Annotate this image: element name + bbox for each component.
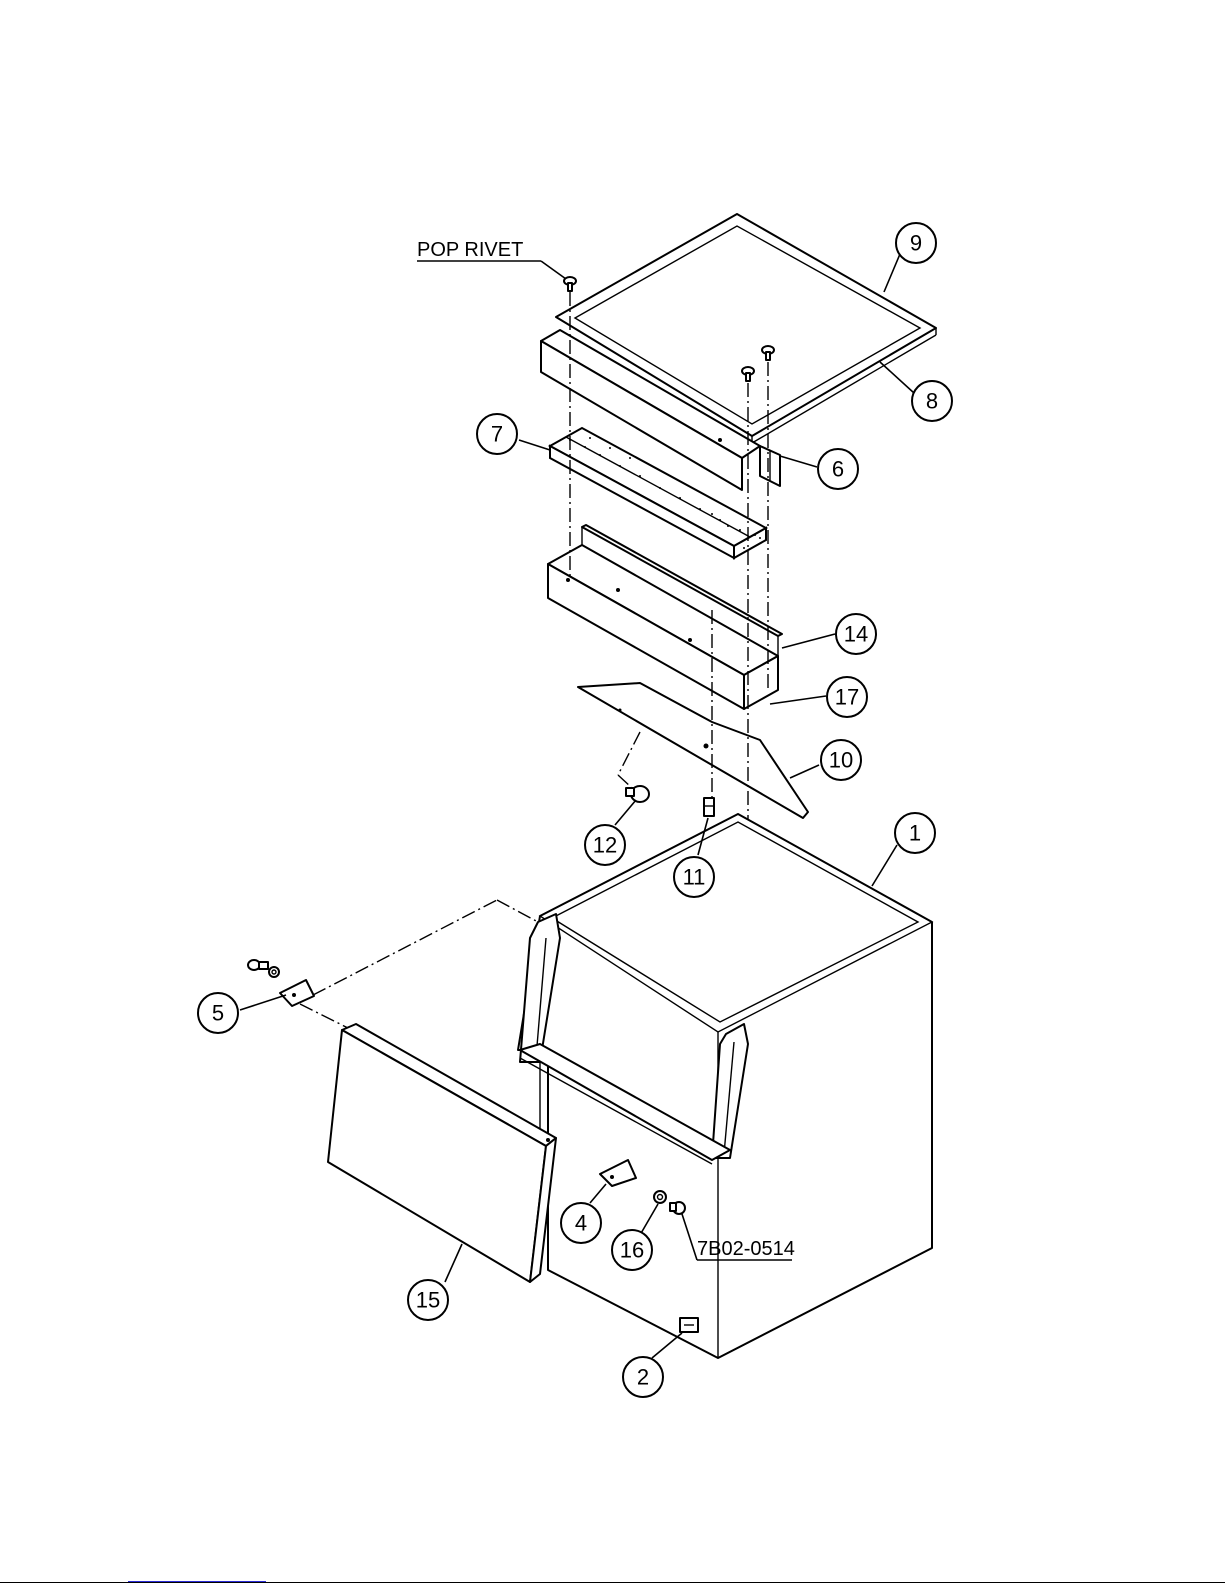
callout-5: 5: [198, 993, 238, 1033]
callout-11: 11: [674, 857, 714, 897]
pop-rivet-label: POP RIVET: [417, 239, 523, 261]
callout-17: 17: [827, 677, 867, 717]
callout-16-text: 16: [620, 1238, 644, 1263]
callout-5-text: 5: [212, 1001, 224, 1026]
callout-7: 7: [477, 414, 517, 454]
part-code-label: 7B02-0514: [697, 1238, 795, 1260]
callout-17-text: 17: [835, 685, 859, 710]
bin-cabinet: [518, 814, 932, 1358]
callout-12: 12: [585, 825, 625, 865]
footer-rule: [0, 1582, 1225, 1583]
callout-2: 2: [623, 1357, 663, 1397]
callout-11-text: 11: [683, 865, 706, 890]
footer-link-underline[interactable]: [128, 1581, 266, 1582]
callout-16: 16: [612, 1230, 652, 1270]
hinge-5: [248, 960, 314, 1006]
callout-8: 8: [912, 381, 952, 421]
callout-15: 15: [408, 1280, 448, 1320]
callout-4-text: 4: [575, 1211, 587, 1236]
callout-1: 1: [895, 813, 935, 853]
callout-7-text: 7: [491, 422, 503, 447]
callout-14-text: 14: [844, 622, 868, 647]
callout-6: 6: [818, 449, 858, 489]
callout-8-text: 8: [926, 389, 938, 414]
spacer-11: [704, 798, 714, 816]
callout-9-text: 9: [910, 231, 922, 256]
callout-14: 14: [836, 614, 876, 654]
callout-4: 4: [561, 1203, 601, 1243]
callout-6-text: 6: [832, 457, 844, 482]
callout-2-text: 2: [637, 1365, 649, 1390]
callout-9: 9: [896, 223, 936, 263]
callout-12-text: 12: [593, 833, 617, 858]
callout-1-text: 1: [909, 821, 921, 846]
callout-15-text: 15: [416, 1288, 440, 1313]
knob-12: [626, 786, 649, 802]
callout-10: 10: [821, 740, 861, 780]
channel-bracket: [548, 525, 782, 709]
callout-10-text: 10: [829, 748, 853, 773]
washer-16: [654, 1191, 666, 1203]
